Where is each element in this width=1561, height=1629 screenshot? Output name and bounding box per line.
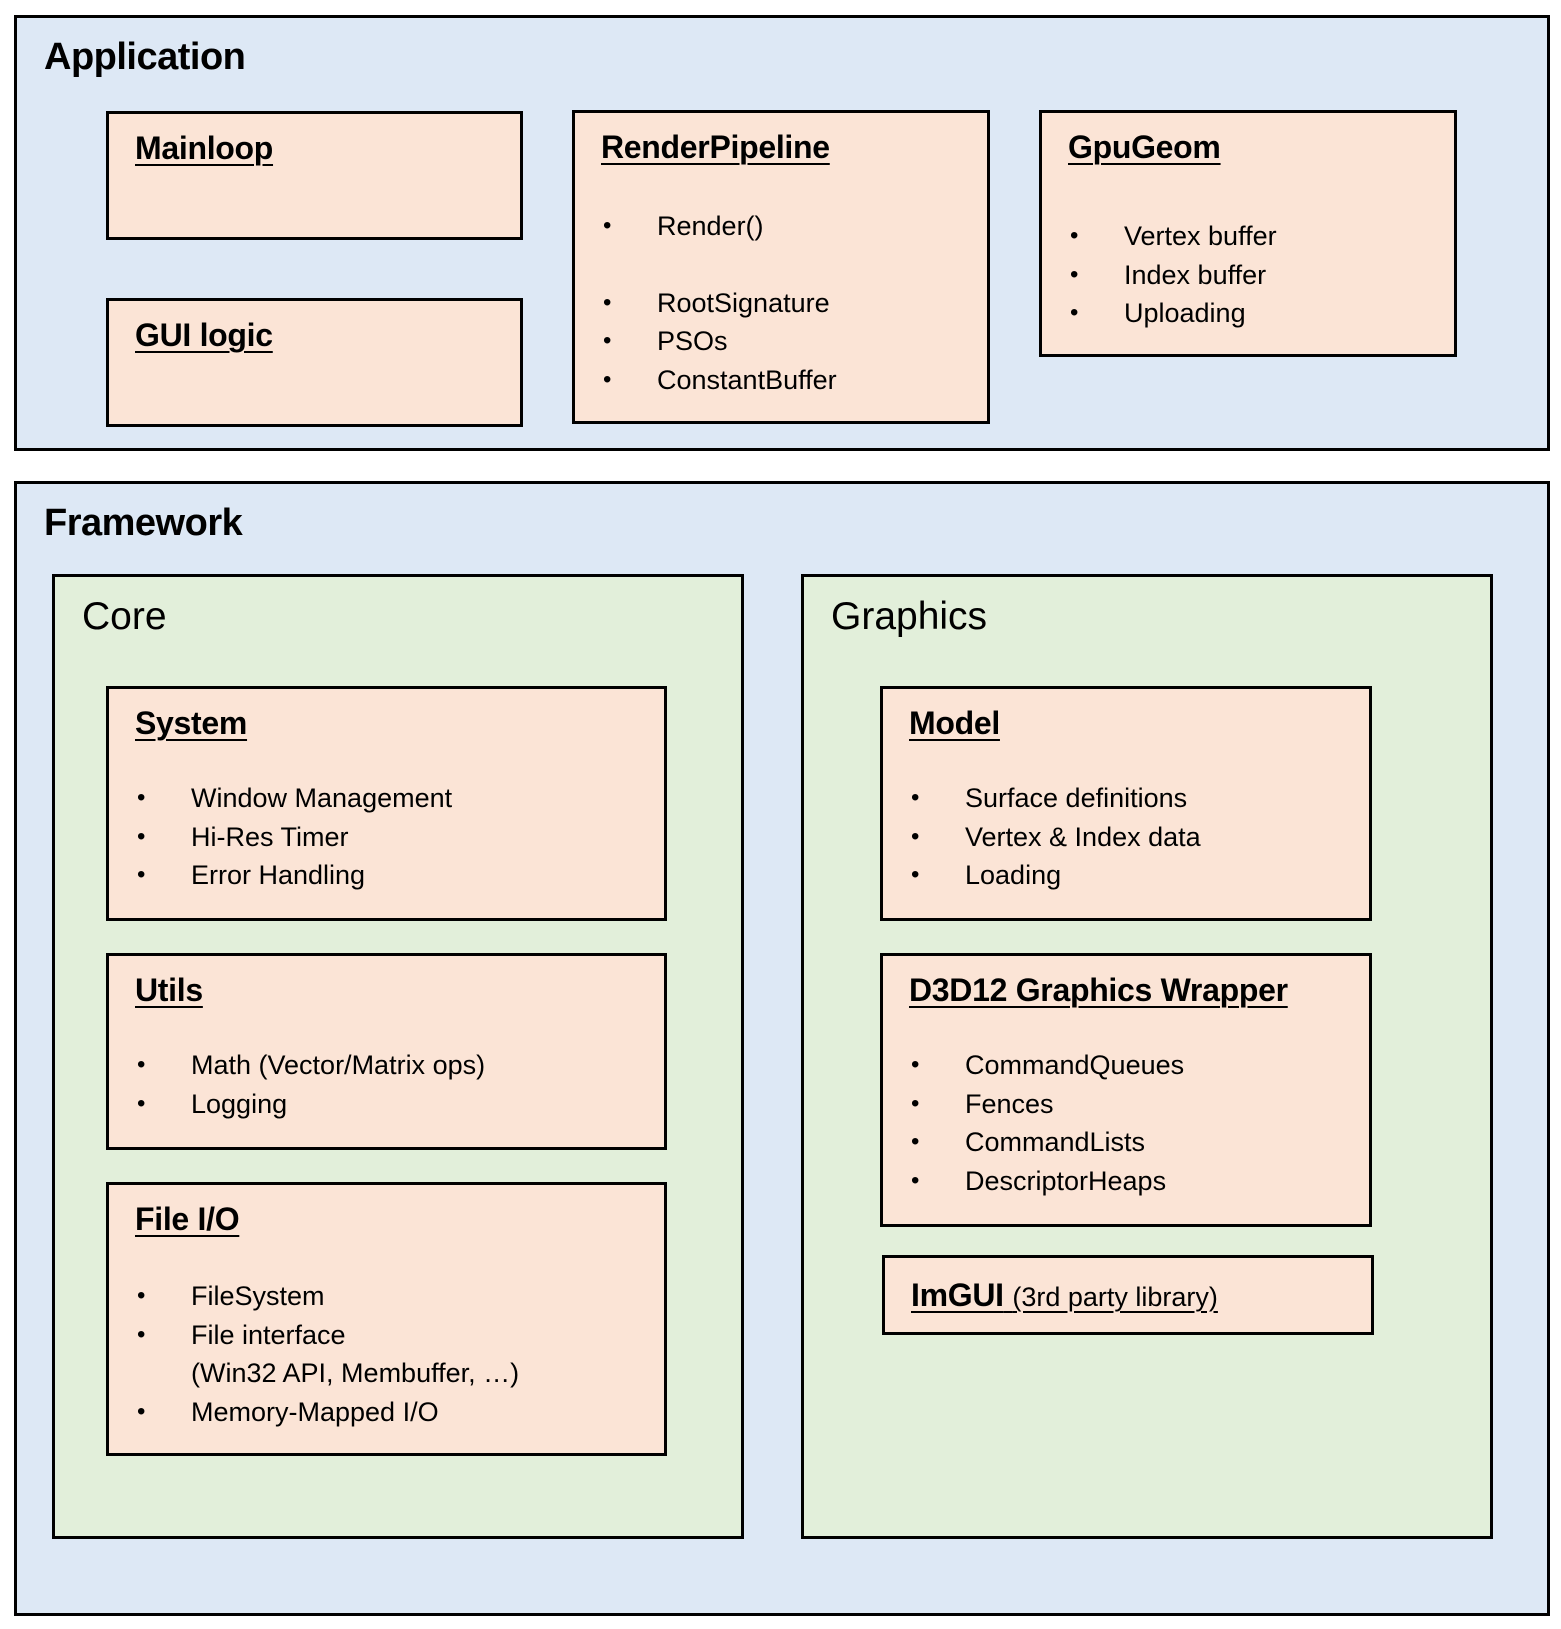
utils-list: Math (Vector/Matrix ops) Logging (109, 1046, 485, 1123)
system-title: System (135, 705, 248, 741)
model-module: Model Surface definitions Vertex & Index… (880, 686, 1372, 921)
framework-title: Framework (44, 502, 243, 544)
list-item: RootSignature (575, 284, 837, 323)
d3d12-wrapper-module: D3D12 Graphics Wrapper CommandQueues Fen… (880, 953, 1372, 1227)
file-io-module: File I/O FileSystem File interface (Win3… (106, 1182, 667, 1456)
list-item: DescriptorHeaps (883, 1162, 1184, 1201)
list-item: Window Management (109, 779, 452, 818)
list-spacer (575, 246, 837, 284)
render-pipeline-list: Render() RootSignature PSOs ConstantBuff… (575, 207, 837, 399)
core-group: Core System Window Management Hi-Res Tim… (52, 574, 744, 1539)
list-item: Logging (109, 1085, 485, 1124)
graphics-title: Graphics (831, 595, 988, 638)
application-title: Application (44, 36, 246, 78)
list-item: Surface definitions (883, 779, 1201, 818)
gpu-geom-title: GpuGeom (1068, 129, 1221, 165)
list-item: Render() (575, 207, 837, 246)
list-item: CommandQueues (883, 1046, 1184, 1085)
list-item: Memory-Mapped I/O (109, 1393, 519, 1432)
gui-logic-module: GUI logic (106, 298, 523, 427)
system-list: Window Management Hi-Res Timer Error Han… (109, 779, 452, 895)
imgui-title: ImGUI (911, 1277, 1004, 1313)
list-item: Hi-Res Timer (109, 818, 452, 857)
list-item-continuation: (Win32 API, Membuffer, …) (191, 1358, 520, 1388)
list-item: CommandLists (883, 1123, 1184, 1162)
gpu-geom-list: Vertex buffer Index buffer Uploading (1042, 217, 1277, 333)
list-item: File interface (109, 1316, 519, 1355)
imgui-module: ImGUI (3rd party library) (882, 1255, 1374, 1335)
core-title: Core (82, 595, 167, 638)
d3d12-wrapper-list: CommandQueues Fences CommandLists Descri… (883, 1046, 1184, 1200)
list-item: PSOs (575, 322, 837, 361)
gui-logic-title: GUI logic (135, 317, 273, 353)
list-item: Vertex & Index data (883, 818, 1201, 857)
list-item: Uploading (1042, 294, 1277, 333)
application-layer: Application Mainloop GUI logic RenderPip… (14, 15, 1550, 451)
system-module: System Window Management Hi-Res Timer Er… (106, 686, 667, 921)
framework-layer: Framework Core System Window Management … (14, 481, 1550, 1616)
file-io-title: File I/O (135, 1201, 240, 1237)
imgui-note: (3rd party library) (1012, 1282, 1218, 1312)
list-item: Loading (883, 856, 1201, 895)
list-item: ConstantBuffer (575, 361, 837, 400)
model-title: Model (909, 705, 1000, 741)
list-item: Vertex buffer (1042, 217, 1277, 256)
file-io-list: FileSystem File interface (Win32 API, Me… (109, 1277, 519, 1431)
d3d12-wrapper-title: D3D12 Graphics Wrapper (909, 972, 1288, 1008)
mainloop-title: Mainloop (135, 130, 274, 166)
imgui-title-row: ImGUI (3rd party library) (911, 1277, 1218, 1314)
utils-title: Utils (135, 972, 203, 1008)
list-item: FileSystem (109, 1277, 519, 1316)
list-item: Index buffer (1042, 256, 1277, 295)
gpu-geom-module: GpuGeom Vertex buffer Index buffer Uploa… (1039, 110, 1457, 357)
mainloop-module: Mainloop (106, 111, 523, 240)
list-item: Fences (883, 1085, 1184, 1124)
graphics-group: Graphics Model Surface definitions Verte… (801, 574, 1493, 1539)
utils-module: Utils Math (Vector/Matrix ops) Logging (106, 953, 667, 1150)
list-item: Math (Vector/Matrix ops) (109, 1046, 485, 1085)
model-list: Surface definitions Vertex & Index data … (883, 779, 1201, 895)
list-item: Error Handling (109, 856, 452, 895)
render-pipeline-title: RenderPipeline (601, 129, 830, 165)
render-pipeline-module: RenderPipeline Render() RootSignature PS… (572, 110, 990, 424)
